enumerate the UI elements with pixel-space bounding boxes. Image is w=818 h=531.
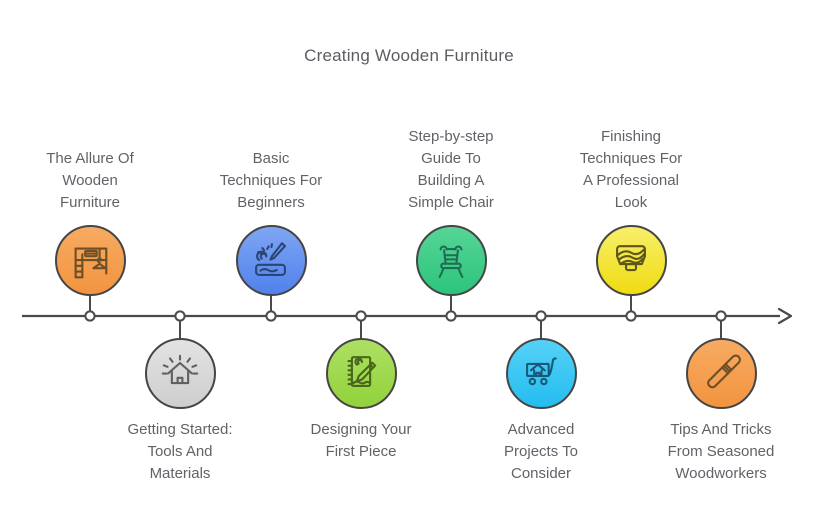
timeline-junction-dot	[535, 310, 547, 322]
node-label-line: Wooden	[62, 172, 118, 189]
node-label-line: Beginners	[237, 194, 305, 211]
chair-icon	[428, 238, 474, 284]
arrow-right-icon	[777, 307, 793, 325]
node-label-line: Finishing	[600, 128, 662, 145]
node-circle-tips-and-tricks-from-seasoned-woodworkers	[685, 338, 757, 409]
node-label-line: Techniques For	[579, 150, 683, 167]
node-label-line: Step-by-step	[408, 128, 494, 145]
node-label-line: First Piece	[325, 443, 397, 460]
node-label-line: Consider	[510, 465, 572, 482]
node-label-line: Tools And	[147, 443, 213, 460]
node-circle-finishing-techniques-for-a-professional-look	[595, 225, 667, 296]
node-label-line: Techniques For	[219, 172, 323, 189]
timeline-junction-dot	[84, 310, 96, 322]
node-label-line: The Allure Of	[46, 150, 134, 167]
node-label-line: Designing Your	[310, 421, 412, 438]
node-label-line: From Seasoned	[667, 443, 775, 460]
node-label-line: Look	[614, 194, 648, 211]
chisel-icon	[698, 351, 744, 397]
node-circle-basic-techniques-for-beginners	[235, 225, 307, 296]
node-label-line: Projects To	[504, 443, 578, 460]
node-circle-getting-started-tools-and-materials	[144, 338, 216, 409]
timeline-junction-dot	[715, 310, 727, 322]
node-label-line: Guide To	[421, 150, 481, 167]
node-circle-step-by-step-guide-to-building-a-simple-chair	[415, 225, 487, 296]
house-rays-icon	[157, 351, 203, 397]
node-label-line: Woodworkers	[675, 465, 767, 482]
timeline-junction-dot	[625, 310, 637, 322]
timeline-junction-dot	[445, 310, 457, 322]
node-label-line: A Professional	[583, 172, 679, 189]
timeline-junction-dot	[355, 310, 367, 322]
node-label-line: Materials	[149, 465, 211, 482]
node-circle-advanced-projects-to-consider	[505, 338, 577, 409]
node-label-line: Simple Chair	[408, 194, 494, 211]
node-label-line: Building A	[417, 172, 485, 189]
node-label-line: Basic	[252, 150, 290, 167]
node-label-line: Furniture	[59, 194, 121, 211]
wood-carving-icon	[248, 238, 294, 284]
node-label-line: Getting Started:	[127, 421, 233, 438]
node-circle-allure-of-wooden-furniture	[54, 225, 126, 296]
timeline-junction-dot	[174, 310, 186, 322]
page-title: Creating Wooden Furniture	[304, 46, 514, 65]
node-label-line: Tips And Tricks	[670, 421, 772, 438]
timeline-junction-dot	[265, 310, 277, 322]
node-circle-designing-your-first-piece	[325, 338, 397, 409]
node-label-line: Advanced	[507, 421, 575, 438]
wardrobe-icon	[67, 238, 113, 284]
sketchbook-pencil-icon	[338, 351, 384, 397]
project-cart-icon	[518, 351, 564, 397]
wood-finish-icon	[608, 238, 654, 284]
